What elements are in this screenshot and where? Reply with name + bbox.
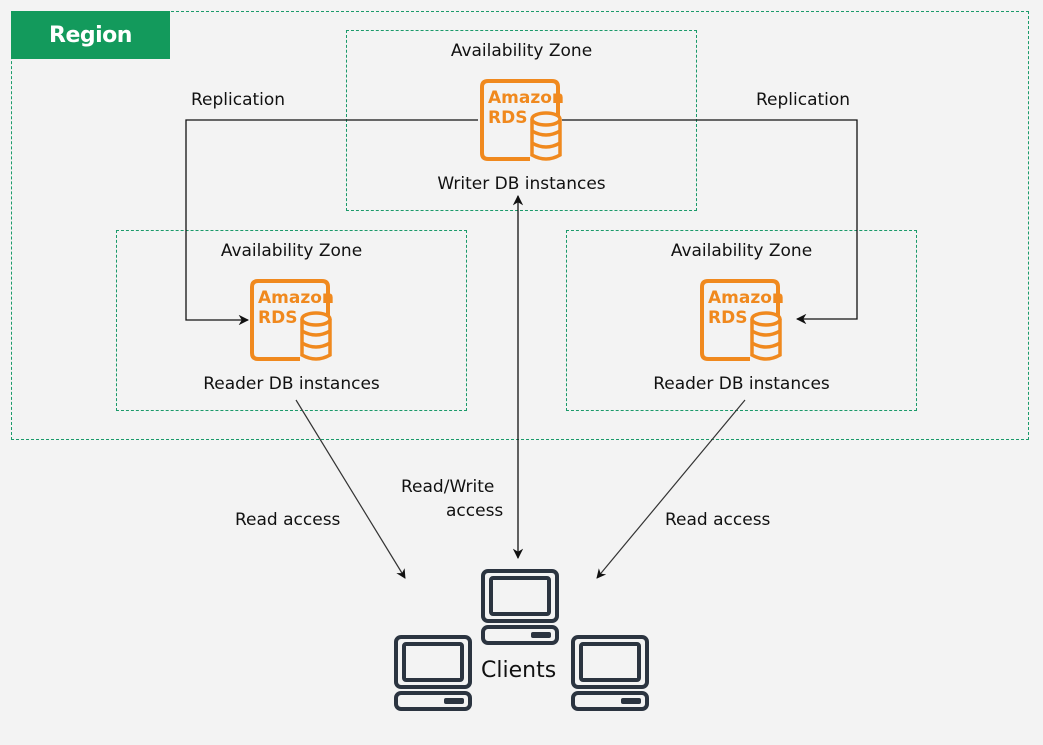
read-access-right-label: Read access	[665, 510, 771, 530]
clients-label: Clients	[481, 658, 557, 683]
az-title: Availability Zone	[450, 41, 593, 61]
region-label: Region	[11, 11, 170, 59]
reader-db-label: Reader DB instances	[653, 374, 830, 394]
az-title: Availability Zone	[670, 241, 813, 261]
read-write-label-line2: access	[446, 501, 504, 521]
amazon-rds-icon: Amazon RDS	[480, 79, 564, 161]
az-title: Availability Zone	[220, 241, 363, 261]
read-access-left-label: Read access	[235, 510, 341, 530]
computer-icon	[481, 569, 559, 645]
read-write-label-line1: Read/Write	[401, 477, 495, 497]
rds-icon-text: RDS	[488, 108, 527, 128]
replication-right-label: Replication	[756, 90, 851, 110]
amazon-rds-icon: Amazon RDS	[700, 279, 784, 361]
rds-icon-text: Amazon	[708, 288, 784, 308]
rds-icon-text: Amazon	[258, 288, 334, 308]
computer-icon	[394, 635, 472, 711]
amazon-rds-icon: Amazon RDS	[250, 279, 334, 361]
computer-icon	[571, 635, 649, 711]
replication-left-label: Replication	[191, 90, 286, 110]
writer-db-label: Writer DB instances	[437, 174, 606, 194]
rds-icon-text: RDS	[258, 308, 297, 328]
rds-icon-text: RDS	[708, 308, 747, 328]
rds-icon-text: Amazon	[488, 88, 564, 108]
reader-db-label: Reader DB instances	[203, 374, 380, 394]
